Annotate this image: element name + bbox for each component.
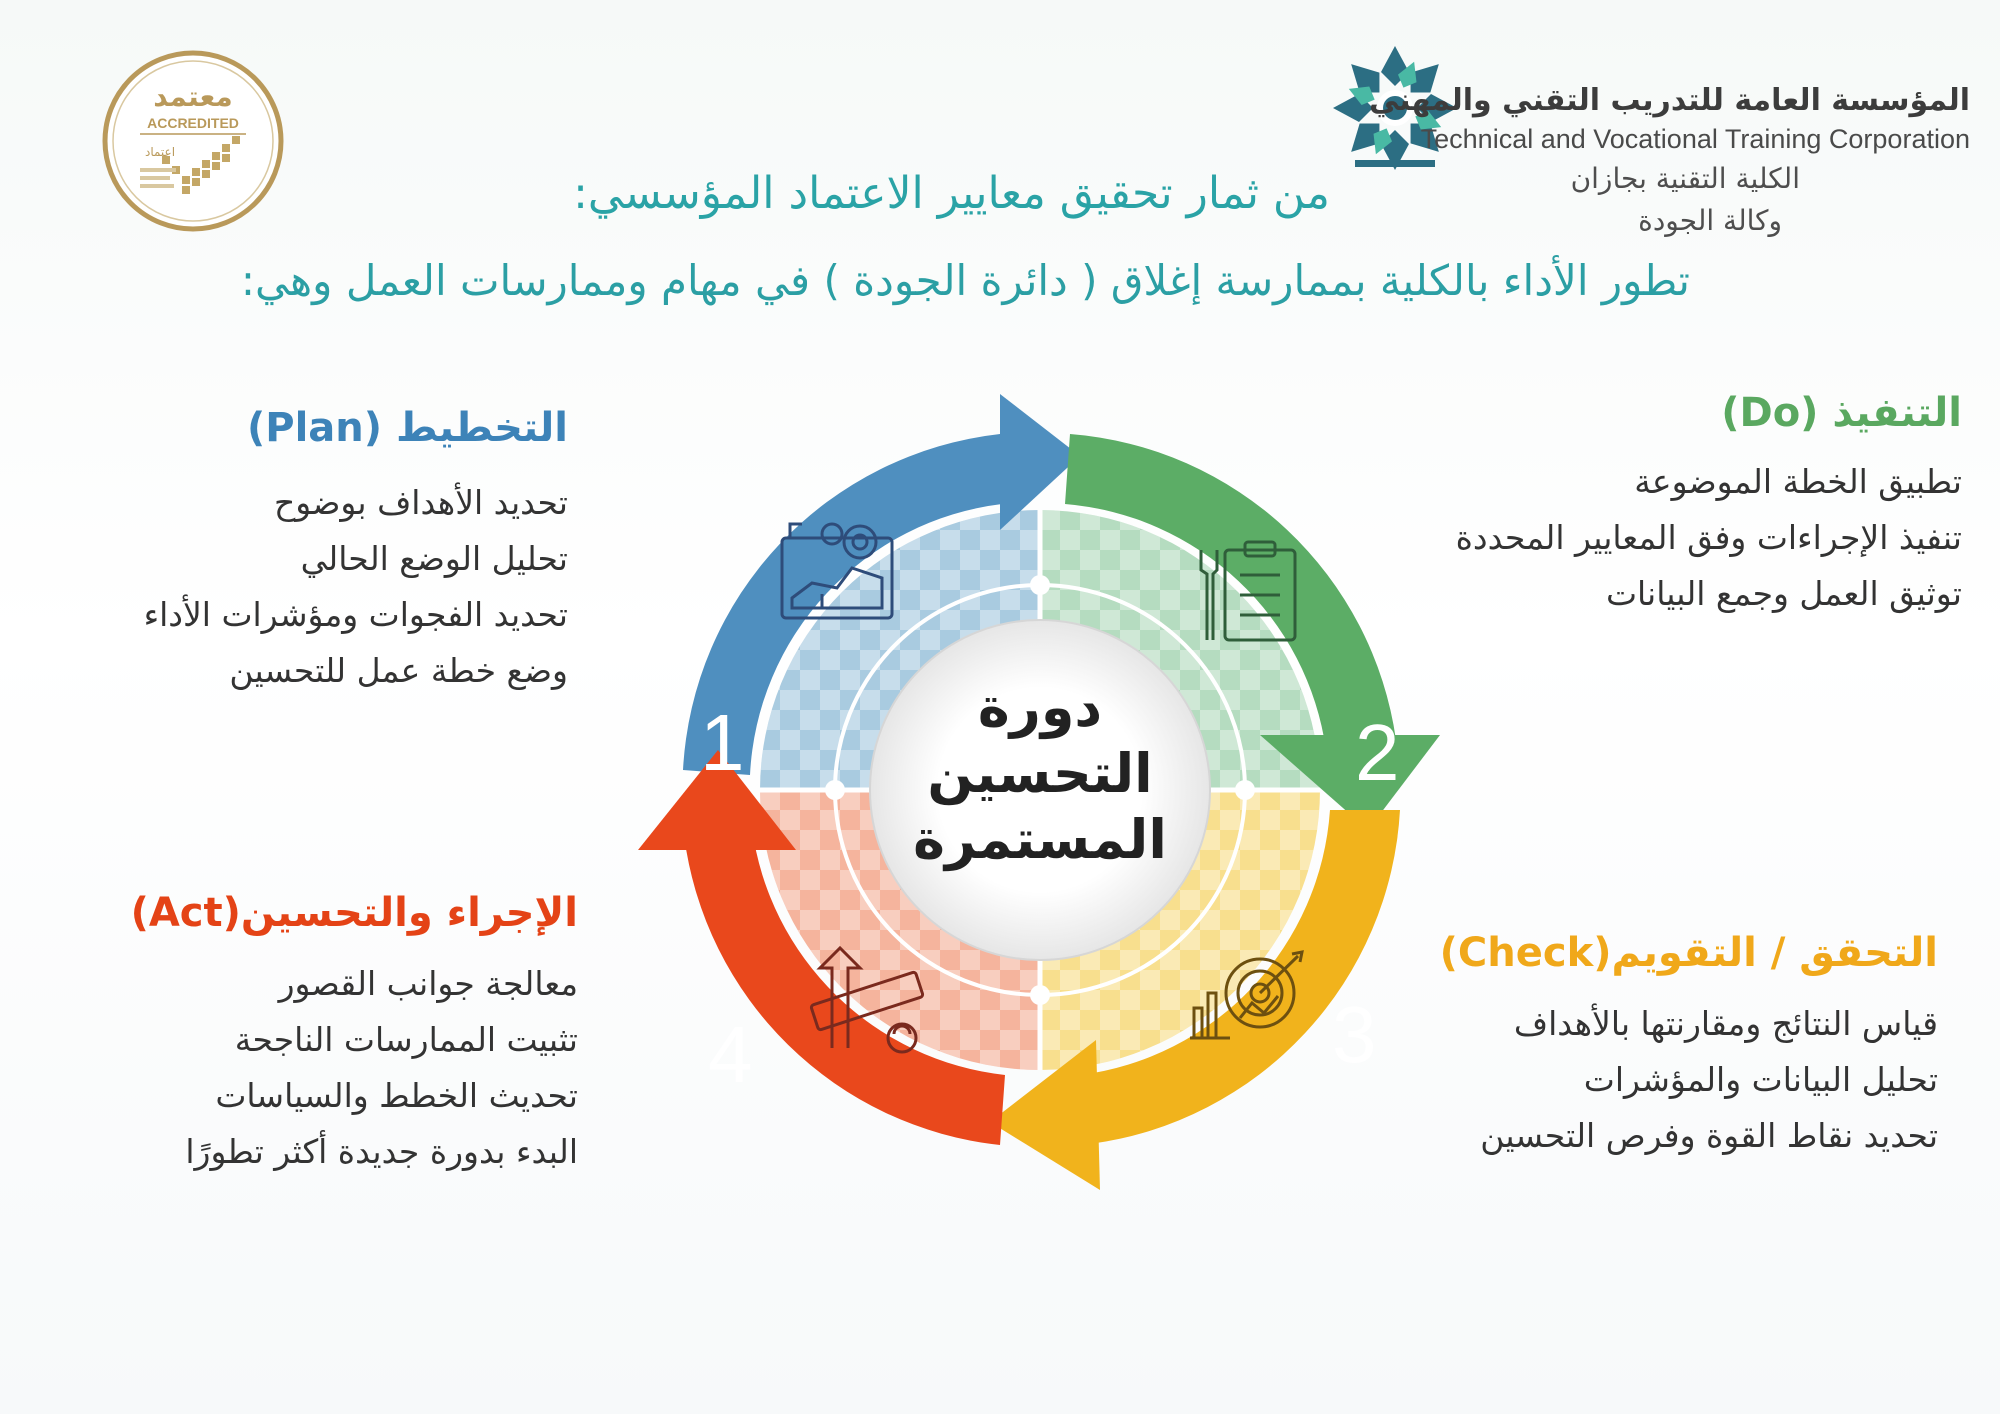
corporation-logo-block: المؤسسة العامة للتدريب التقني والمهني Te… bbox=[1330, 28, 1970, 248]
center-title: دورة التحسين المستمرة bbox=[880, 675, 1200, 873]
check-item: تحليل البيانات والمؤشرات bbox=[1583, 1060, 1938, 1099]
target-chart-icon bbox=[1190, 950, 1304, 1040]
act-block: الإجراء والتحسين(Act) معالجة جوانب القصو… bbox=[131, 890, 578, 1180]
do-item: تطبيق الخطة الموضوعة bbox=[1634, 462, 1962, 501]
improvement-arrow-icon bbox=[809, 945, 925, 1054]
act-item: البدء بدورة جديدة أكثر تطورًا bbox=[185, 1132, 578, 1171]
agency-name: وكالة الجودة bbox=[1638, 204, 1782, 237]
plan-item: وضع خطة عمل للتحسين bbox=[229, 651, 568, 690]
center-title-line-2: التحسين bbox=[927, 742, 1153, 805]
seal-title-english: ACCREDITED bbox=[147, 115, 239, 131]
act-item: تحديث الخطط والسياسات bbox=[215, 1076, 578, 1115]
check-title: التحقق / التقويم(Check) bbox=[1439, 930, 1938, 976]
center-title-line-1: دورة bbox=[977, 676, 1103, 739]
plan-block: التخطيط (Plan) تحديد الأهداف بوضوح تحليل… bbox=[144, 405, 568, 699]
act-item: معالجة جوانب القصور bbox=[278, 964, 578, 1003]
plan-item: تحديد الأهداف بوضوح bbox=[274, 483, 568, 522]
step-number-2: 2 bbox=[1355, 708, 1400, 797]
seal-org-arabic: اعتماد bbox=[145, 145, 175, 159]
plan-title: التخطيط (Plan) bbox=[247, 405, 568, 451]
check-block: التحقق / التقويم(Check) قياس النتائج ومق… bbox=[1440, 930, 1938, 1164]
center-circle bbox=[869, 619, 1211, 961]
subheadline: تطور الأداء بالكلية بممارسة إغلاق ( دائر… bbox=[240, 256, 1690, 305]
college-name: الكلية التقنية بجازان bbox=[1570, 162, 1800, 195]
headline: من ثمار تحقيق معايير الاعتماد المؤسسي: bbox=[573, 168, 1330, 219]
corporation-name-arabic: المؤسسة العامة للتدريب التقني والمهني bbox=[1368, 83, 1970, 118]
do-arrow bbox=[1065, 434, 1440, 830]
act-arrow bbox=[638, 750, 1005, 1145]
tools-checklist-icon bbox=[1199, 540, 1297, 642]
center-title-line-3: المستمرة bbox=[913, 808, 1167, 871]
do-item: توثيق العمل وجمع البيانات bbox=[1605, 574, 1962, 613]
check-arrow bbox=[990, 810, 1400, 1190]
corporation-name-english: Technical and Vocational Training Corpor… bbox=[1420, 124, 1970, 154]
act-title: الإجراء والتحسين(Act) bbox=[130, 890, 578, 936]
seal-title-arabic: معتمد bbox=[153, 80, 233, 113]
pdca-cycle-diagram: 1 2 3 4 bbox=[638, 394, 1440, 1190]
plan-item: تحديد الفجوات ومؤشرات الأداء bbox=[143, 595, 568, 634]
corporation-star-logo-icon bbox=[1333, 46, 1457, 170]
do-block: التنفيذ (Do) تطبيق الخطة الموضوعة تنفيذ … bbox=[1456, 390, 1962, 622]
act-item: تثبيت الممارسات الناجحة bbox=[234, 1020, 578, 1059]
accredited-seal-icon: معتمد ACCREDITED اعتماد bbox=[102, 50, 284, 232]
step-number-3: 3 bbox=[1332, 990, 1377, 1079]
do-item: تنفيذ الإجراءات وفق المعايير المحددة bbox=[1455, 518, 1962, 557]
check-item: قياس النتائج ومقارنتها بالأهداف bbox=[1513, 1004, 1938, 1043]
step-number-1: 1 bbox=[700, 698, 745, 787]
do-title: التنفيذ (Do) bbox=[1721, 390, 1962, 436]
check-item: تحديد نقاط القوة وفرص التحسين bbox=[1480, 1116, 1938, 1155]
step-number-4: 4 bbox=[708, 1010, 753, 1099]
plan-arrow bbox=[683, 394, 1080, 775]
plan-item: تحليل الوضع الحالي bbox=[300, 539, 568, 578]
blueprint-gears-icon bbox=[780, 522, 894, 620]
